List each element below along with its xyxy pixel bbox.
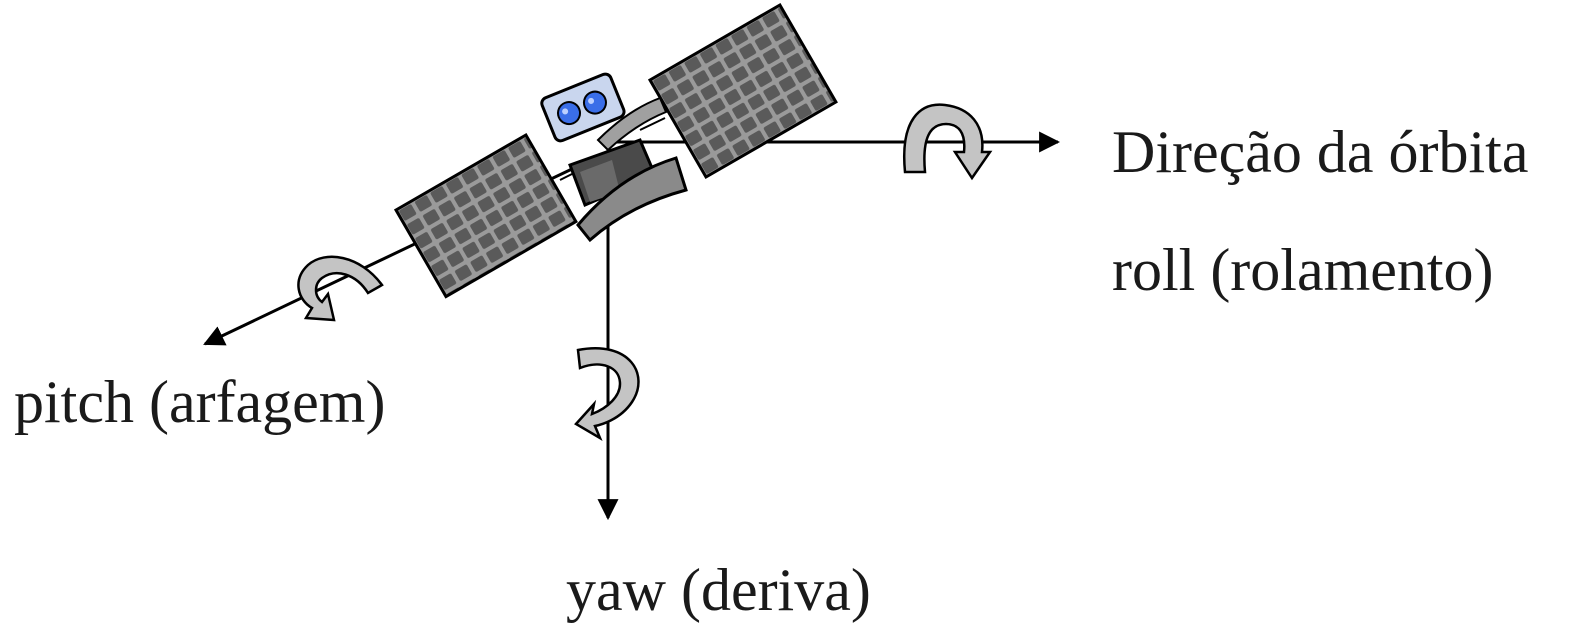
pitch-label: pitch (arfagem) <box>14 369 386 435</box>
satellite-icon <box>393 2 838 299</box>
sensor-head <box>540 72 626 143</box>
pitch-rotation-arrow-icon <box>297 255 384 322</box>
lens-right <box>582 90 607 115</box>
orbit-direction-label: Direção da órbita <box>1112 119 1529 185</box>
yaw-rotation-arrow-icon <box>574 347 640 441</box>
left-solar-panel <box>393 132 578 299</box>
satellite-body <box>568 96 688 243</box>
lens-left <box>557 101 582 126</box>
roll-rotation-arrow-icon <box>902 103 993 181</box>
yaw-label: yaw (deriva) <box>566 557 871 623</box>
right-solar-panel <box>647 2 838 180</box>
roll-label: roll (rolamento) <box>1112 237 1494 303</box>
